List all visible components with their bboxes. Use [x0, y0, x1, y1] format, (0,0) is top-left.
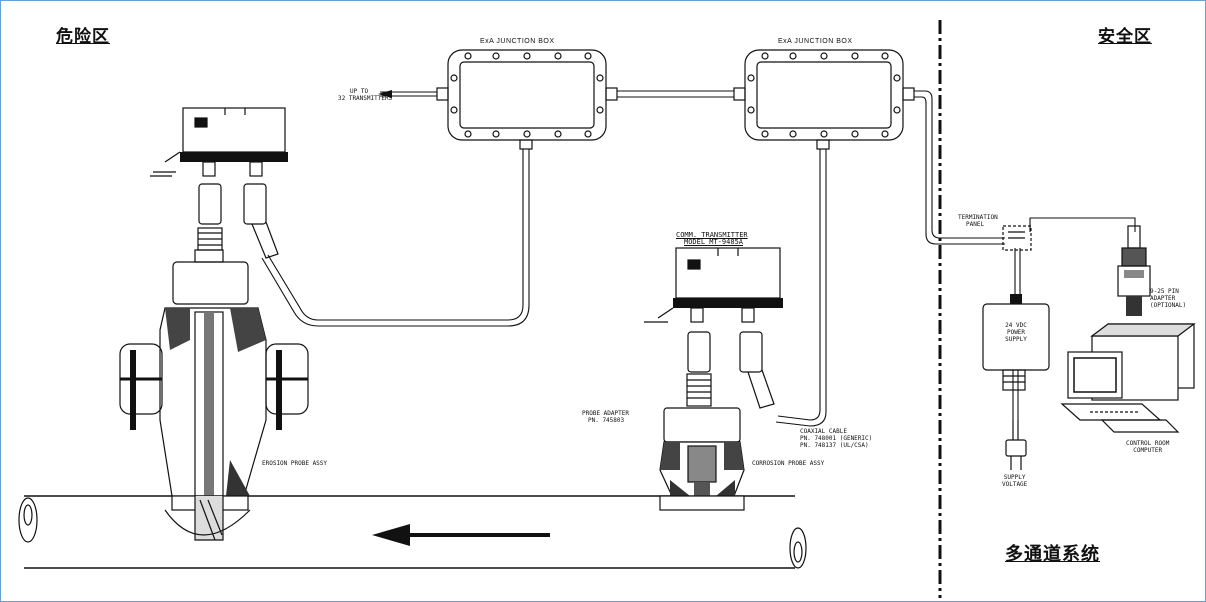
erosion-probe-assembly [119, 249, 309, 541]
power-supply [982, 294, 1050, 470]
control-room-computer-label: CONTROL ROOM COMPUTER [1126, 440, 1170, 454]
termination-panel-label: TERMINATION PANEL [958, 214, 998, 228]
multichannel-system-title: 多通道系统 [1005, 544, 1100, 565]
junction-box-right-label: ExA JUNCTION BOX [778, 38, 853, 45]
hazardous-zone-title: 危险区 [56, 27, 110, 47]
junction-box-right [733, 49, 915, 150]
control-room-computer [1060, 323, 1196, 433]
safe-zone-title: 安全区 [1098, 27, 1152, 47]
corrosion-probe-label: CORROSION PROBE ASSY [752, 460, 825, 467]
flow-arrow [372, 524, 550, 546]
coaxial-cable-label: COAXIAL CABLE PN. 748001 (GENERIC) PN. 7… [800, 428, 873, 449]
termination-panel [1002, 225, 1032, 251]
transmitter-left [150, 107, 288, 259]
erosion-probe-label: EROSION PROBE ASSY [262, 460, 328, 467]
pin-adapter-label: 9-25 PIN ADAPTER (OPTIONAL) [1150, 288, 1187, 309]
pin-adapter [1117, 225, 1151, 316]
up-to-label: UP TO 32 TRANSMITTERS [338, 88, 393, 102]
probe-adapter-label: PROBE ADAPTER PN. 745803 [582, 410, 629, 424]
power-supply-label: 24 VDC POWER SUPPLY [1005, 322, 1027, 343]
cables [261, 90, 1136, 427]
comm-transmitter [644, 247, 783, 409]
junction-box-left-label: ExA JUNCTION BOX [480, 38, 555, 45]
junction-box-left [436, 49, 618, 150]
supply-voltage-label: SUPPLY VOLTAGE [1002, 474, 1028, 488]
comm-transmitter-label: COMM. TRANSMITTER MODEL MT-9485A [676, 231, 748, 246]
corrosion-probe-assembly [659, 407, 745, 511]
